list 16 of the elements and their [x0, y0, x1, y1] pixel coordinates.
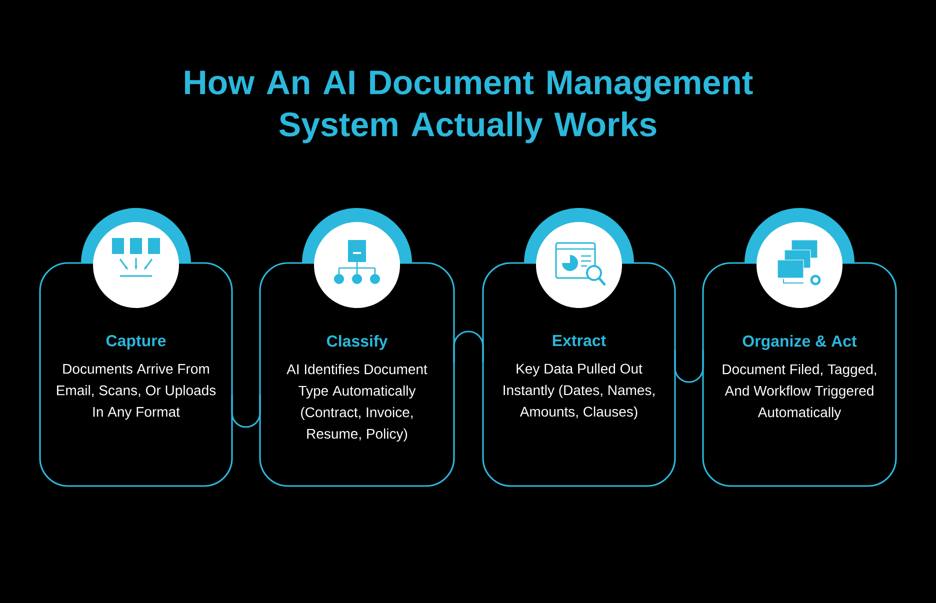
- title: How An AI Document Management System Actually Works: [185, 70, 753, 144]
- step-description: Document Filed, Tagged, And Workflow Triggered Automatically: [722, 364, 876, 420]
- connector: [674, 350, 704, 383]
- step-title: Capture: [106, 335, 166, 350]
- step-description: Key Data Pulled Out Instantly (Dates, Names, Amounts, Clauses): [504, 363, 654, 420]
- step-title: Organize & Act: [742, 335, 857, 350]
- step-card: [39, 262, 233, 487]
- step-description: Documents Arrive From Email, Scans, Or Uploads In Any Format: [57, 364, 216, 420]
- step-card: [702, 262, 897, 487]
- connector: [453, 330, 484, 362]
- step-card: [259, 262, 455, 487]
- step-title: Classify: [326, 335, 388, 350]
- connector: [231, 395, 261, 428]
- step-description: AI Identifies Document Type Automatically (Contract, Invoice, Resume, Policy): [286, 364, 428, 442]
- step-title: Extract: [552, 335, 606, 346]
- step-card: [482, 262, 676, 487]
